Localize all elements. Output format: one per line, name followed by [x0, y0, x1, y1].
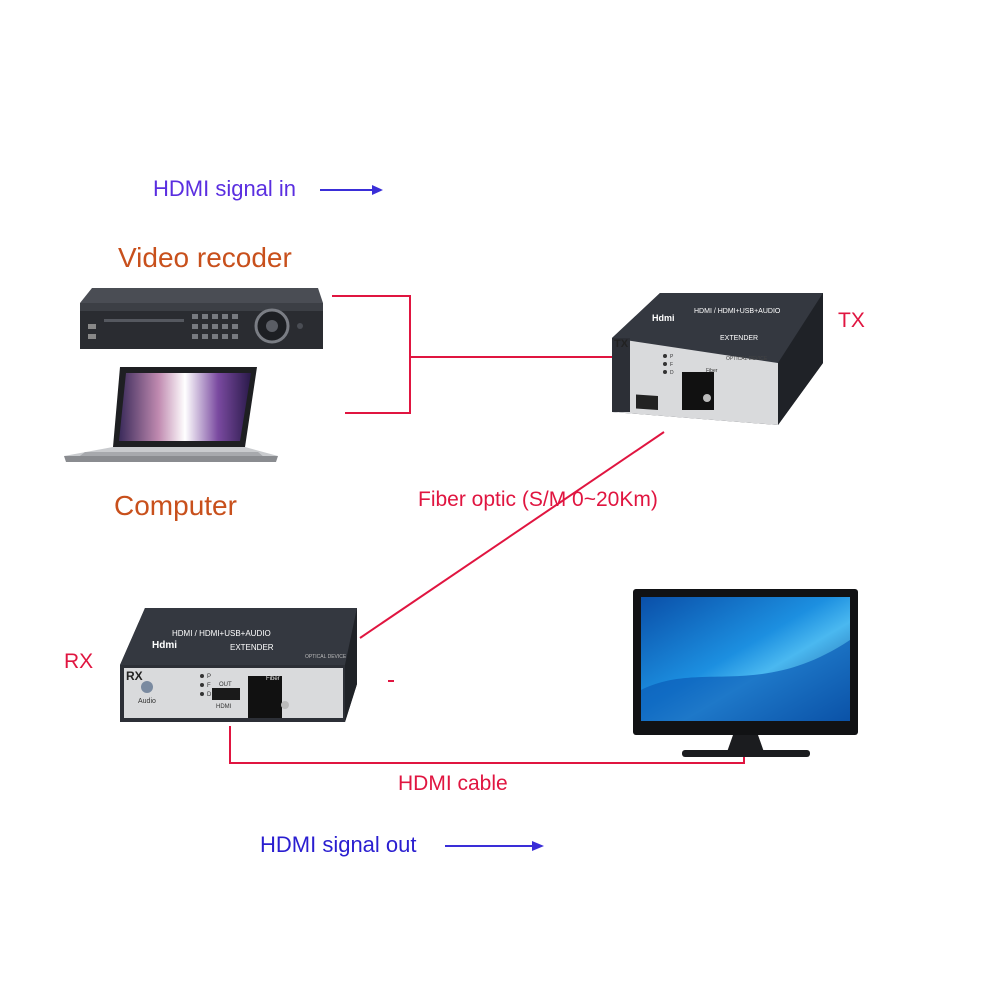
rx-led-f: F	[207, 683, 211, 689]
fiber-optic-wire	[359, 431, 665, 639]
video-recorder-image	[80, 288, 323, 349]
fiber-optic-label: Fiber optic (S/M 0~20Km)	[418, 488, 658, 511]
rx-port-text: Fiber	[266, 676, 280, 682]
tx-led-f: F	[670, 362, 673, 368]
rx-brand-text: Hdmi	[152, 640, 177, 651]
computer-image	[64, 367, 278, 462]
tx-label: TX	[838, 309, 865, 332]
hdmi-signal-out-label: HDMI signal out	[260, 832, 417, 857]
arrow-in-icon	[320, 185, 383, 195]
tx-banner-text: EXTENDER	[720, 335, 758, 342]
monitor-image	[633, 589, 858, 757]
hdmi-cable-wire	[229, 726, 745, 764]
hdmi-signal-in-label: HDMI signal in	[153, 176, 297, 201]
rx-corner-text: RX	[126, 669, 143, 683]
rx-caption-text: OPTICAL DEVICE	[305, 654, 347, 660]
tx-corner-text: TX	[614, 338, 629, 350]
computer-label: Computer	[114, 490, 237, 521]
tx-caption-text: OPTICAL DEVICE	[726, 356, 768, 362]
tx-led-p: P	[670, 354, 674, 360]
tx-port-text: Fiber	[706, 368, 718, 374]
hdmi-cable-label: HDMI cable	[398, 772, 508, 795]
rx-title-text: HDMI / HDMI+USB+AUDIO	[172, 629, 271, 638]
rx-out-text: OUT	[219, 682, 232, 688]
tx-title-text: HDMI / HDMI+USB+AUDIO	[694, 308, 781, 315]
rx-hdmi-text: HDMI	[216, 704, 232, 710]
rx-device-image: HDMI / HDMI+USB+AUDIO Hdmi EXTENDER OPTI…	[120, 608, 357, 722]
rx-led-d: D	[207, 692, 212, 698]
tx-led-d: D	[670, 370, 674, 376]
rx-banner-text: EXTENDER	[230, 643, 274, 652]
tx-brand-text: Hdmi	[652, 313, 675, 323]
rx-audio-text: Audio	[138, 698, 156, 705]
tx-device-image: HDMI / HDMI+USB+AUDIO Hdmi EXTENDER OPTI…	[612, 293, 823, 425]
input-bracket-wire	[332, 295, 612, 414]
rx-label: RX	[64, 650, 94, 673]
video-recorder-label: Video recoder	[118, 242, 292, 273]
rx-led-p: P	[207, 674, 211, 680]
arrow-out-icon	[445, 841, 544, 851]
